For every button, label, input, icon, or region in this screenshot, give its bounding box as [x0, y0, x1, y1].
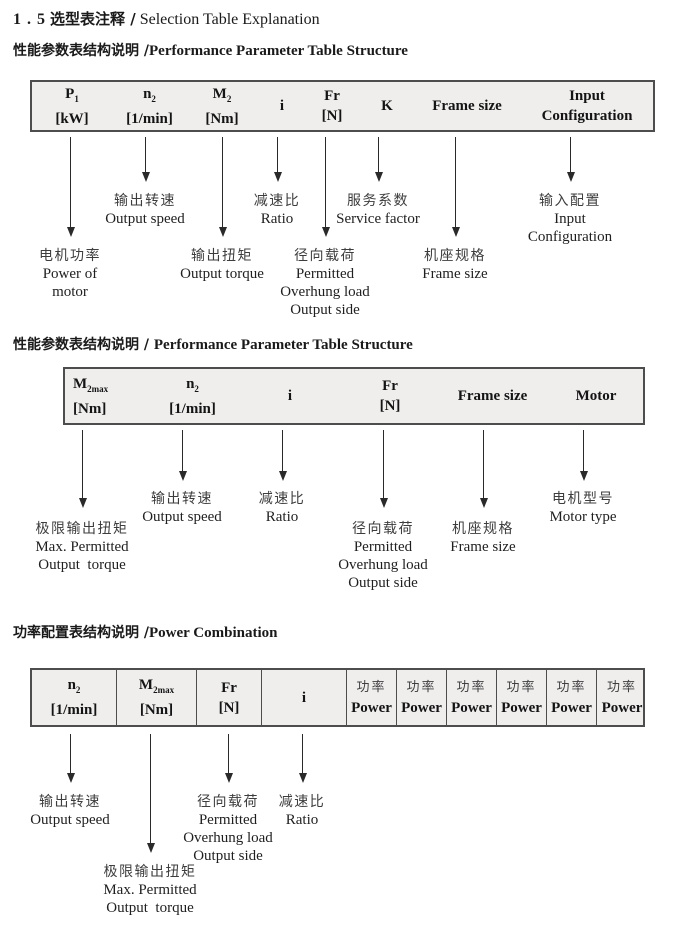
header-cell-i: i [279, 98, 285, 114]
label-frame-size: 机座规格 Frame size [422, 248, 488, 282]
header-cell-power-5: 功率 Power [547, 670, 597, 725]
label-motor-type: 电机型号 Motor type [549, 491, 617, 525]
section3-heading: 功率配置表结构说明 /Power Combination [13, 625, 278, 641]
down-arrow [146, 734, 155, 853]
label-frame-size: 机座规格 Frame size [450, 521, 516, 555]
header-cell-i: i [287, 388, 293, 404]
header-cell-p1: P1 [kW] [55, 85, 89, 127]
section2-heading: 性能参数表结构说明 / Performance Parameter Table … [13, 337, 413, 353]
label-output-speed: 输出转速 Output speed [105, 193, 185, 227]
header-cell-n2: n2 [1/min] [126, 85, 173, 127]
header-cell-n2: n2 [1/min] [32, 670, 117, 725]
header-cell-fr: Fr [N] [379, 378, 401, 414]
down-arrow [141, 137, 150, 182]
label-overhung-load: 径向载荷 Permitted Overhung load Output side [183, 794, 273, 864]
label-output-speed: 输出转速 Output speed [142, 491, 222, 525]
down-arrow [218, 137, 227, 237]
down-arrow [78, 430, 87, 508]
down-arrow [566, 137, 575, 182]
down-arrow [66, 734, 75, 783]
page-title-en: Selection Table Explanation [139, 11, 320, 28]
label-power-of-motor: 电机功率 Power of motor [39, 248, 101, 300]
header-cell-frame-size: Frame size [432, 98, 502, 114]
header-cell-fr: Fr [N] [197, 670, 262, 725]
down-arrow [178, 430, 187, 481]
performance-table-2: M2max [Nm] n2 [1/min] i Fr [N] Frame siz… [63, 367, 645, 425]
label-overhung-load: 径向载荷 Permitted Overhung load Output side [280, 248, 370, 318]
performance-table-1: P1 [kW] n2 [1/min] M2 [Nm] i Fr [N] K Fr… [30, 80, 655, 132]
label-input-configuration: 输入配置 Input Configuration [527, 193, 613, 245]
page-title-zh: 选型表注释 / [50, 10, 136, 28]
header-cell-input-configuration: Input Configuration [541, 88, 633, 124]
label-max-output-torque: 极限输出扭矩 Max. Permitted Output torque [103, 864, 197, 916]
down-arrow [379, 430, 388, 508]
label-output-speed: 输出转速 Output speed [30, 794, 110, 828]
down-arrow [273, 137, 282, 182]
header-cell-power-2: 功率 Power [397, 670, 447, 725]
header-cell-motor: Motor [575, 388, 617, 404]
down-arrow [224, 734, 233, 783]
label-overhung-load: 径向载荷 Permitted Overhung load Output side [338, 521, 428, 591]
header-cell-m2max: M2max [Nm] [73, 375, 109, 417]
down-arrow [66, 137, 75, 237]
page-title: 1 . 5 选型表注释 / Selection Table Explanatio… [13, 8, 320, 29]
header-cell-n2: n2 [1/min] [169, 375, 216, 417]
down-arrow [298, 734, 307, 783]
down-arrow [321, 137, 330, 237]
header-cell-m2: M2 [Nm] [205, 85, 239, 127]
label-ratio: 减速比 Ratio [258, 491, 306, 525]
section-number: 1 . 5 [13, 11, 46, 28]
section1-heading: 性能参数表结构说明 /Performance Parameter Table S… [13, 43, 408, 59]
header-cell-power-3: 功率 Power [447, 670, 497, 725]
down-arrow [579, 430, 588, 481]
header-cell-i: i [262, 670, 347, 725]
header-cell-m2max: M2max [Nm] [117, 670, 197, 725]
label-ratio: 减速比 Ratio [278, 794, 326, 828]
down-arrow [278, 430, 287, 481]
power-combination-table: n2 [1/min] M2max [Nm] Fr [N] i 功率 Power … [30, 668, 645, 727]
down-arrow [479, 430, 488, 508]
header-cell-power-1: 功率 Power [347, 670, 397, 725]
label-max-output-torque: 极限输出扭矩 Max. Permitted Output torque [35, 521, 129, 573]
down-arrow [451, 137, 460, 237]
label-ratio: 减速比 Ratio [253, 193, 301, 227]
header-cell-k: K [381, 98, 393, 114]
down-arrow [374, 137, 383, 182]
label-service-factor: 服务系数 Service factor [336, 193, 420, 227]
header-cell-power-4: 功率 Power [497, 670, 547, 725]
header-cell-power-6: 功率 Power [601, 679, 643, 716]
header-cell-fr: Fr [N] [321, 88, 343, 124]
header-cell-frame-size: Frame size [457, 388, 528, 404]
label-output-torque: 输出扭矩 Output torque [180, 248, 264, 282]
